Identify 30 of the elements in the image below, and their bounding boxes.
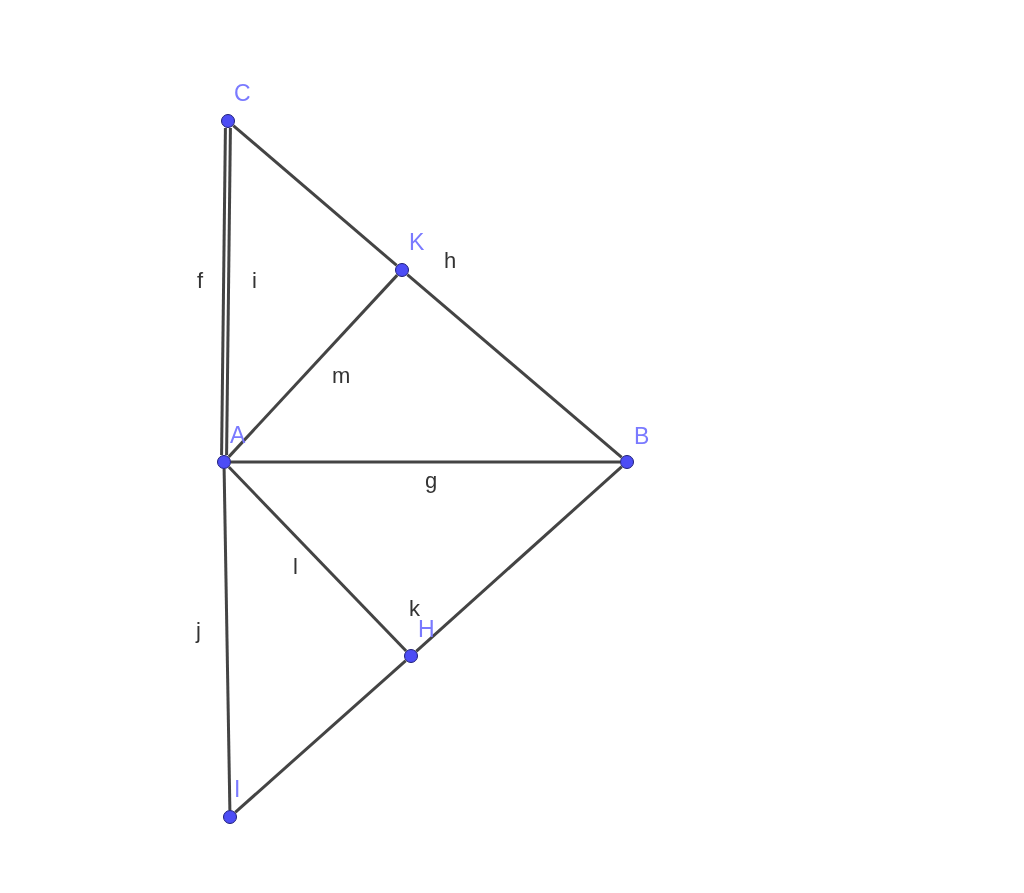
point-label: C bbox=[234, 82, 251, 105]
line-segment bbox=[232, 124, 398, 267]
point-label: I bbox=[234, 778, 241, 801]
point-label: B bbox=[634, 425, 650, 448]
point-marker bbox=[223, 810, 237, 824]
segment-label: g bbox=[425, 470, 438, 492]
segment-label: h bbox=[444, 250, 457, 272]
line-segment bbox=[220, 127, 227, 455]
line-segment bbox=[227, 466, 408, 652]
point-marker bbox=[620, 455, 634, 469]
segment-label: m bbox=[332, 365, 351, 387]
segment-label: j bbox=[196, 620, 201, 642]
point-label: A bbox=[230, 424, 246, 447]
segment-label: k bbox=[409, 598, 420, 620]
line-segment bbox=[231, 460, 620, 464]
point-marker bbox=[404, 649, 418, 663]
line-segment bbox=[234, 659, 407, 814]
line-segment bbox=[227, 274, 399, 458]
point-marker bbox=[395, 263, 409, 277]
point-marker bbox=[221, 114, 235, 128]
segment-label: i bbox=[252, 270, 257, 292]
point-label: H bbox=[418, 618, 435, 641]
segment-label: f bbox=[197, 270, 204, 292]
line-segment bbox=[222, 468, 232, 811]
point-marker bbox=[217, 455, 231, 469]
line-segment bbox=[406, 273, 623, 459]
point-label: K bbox=[409, 231, 425, 254]
segment-label: l bbox=[293, 556, 298, 578]
line-segment bbox=[415, 465, 623, 653]
line-segment bbox=[225, 128, 232, 456]
